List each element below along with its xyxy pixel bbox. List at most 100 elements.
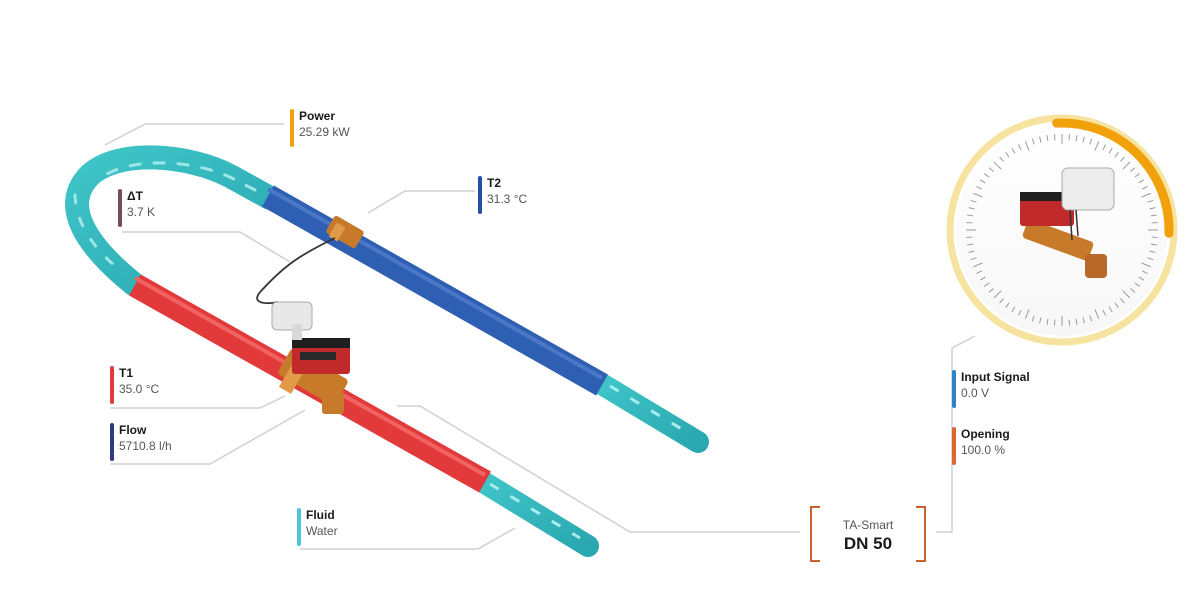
gauge-tick	[1122, 161, 1131, 170]
gauge-opening-arc	[1052, 118, 1174, 238]
gauge-tick	[1031, 315, 1035, 322]
gauge-tick	[1150, 214, 1157, 217]
t2-value: 31.3 °C	[487, 192, 528, 206]
gauge-tick	[967, 243, 974, 246]
gauge-tick	[1005, 302, 1010, 308]
power-color-bar	[290, 109, 294, 147]
gauge-tick	[1082, 317, 1085, 324]
gauge-tick	[979, 179, 986, 184]
gauge-tick	[1094, 141, 1100, 151]
gauge-tick	[1134, 282, 1140, 287]
gauge-tick	[1039, 317, 1042, 324]
t1-color-bar	[110, 366, 114, 404]
gauge-valve-image	[1020, 167, 1115, 278]
gauge-tick	[993, 290, 1002, 299]
gauge-tick	[967, 214, 974, 217]
valve-tag-left-bracket	[810, 506, 820, 562]
gauge-tick	[1149, 250, 1156, 253]
gauge-tick	[1130, 167, 1136, 172]
gauge-tick	[984, 282, 990, 287]
delta-t-name: ΔT	[127, 189, 143, 203]
opening-color-bar	[952, 427, 956, 465]
input-signal-value: 0.0 V	[961, 386, 990, 400]
gauge-tick	[1141, 185, 1148, 190]
valve-tag: TA-Smart DN 50	[810, 506, 926, 562]
gauge-tick	[968, 207, 975, 210]
gauge-tick	[1094, 309, 1100, 319]
valve-model: TA-Smart	[842, 518, 894, 532]
valve-tag-right-bracket	[916, 506, 926, 562]
gauge-tick	[1149, 207, 1156, 210]
opening-value: 100.0 %	[961, 443, 1006, 457]
gauge-tick	[1138, 276, 1145, 281]
flow-value: 5710.8 l/h	[119, 439, 172, 453]
gauge-tick	[1114, 152, 1119, 158]
valve-leader	[397, 405, 800, 533]
fluid-color-bar	[297, 508, 301, 546]
t1-leader	[110, 395, 286, 409]
flow-name: Flow	[119, 423, 147, 437]
gauge-tick	[1011, 147, 1016, 154]
gauge-tick	[1075, 135, 1078, 142]
gauge-tick	[968, 250, 975, 253]
t1-name: T1	[119, 366, 134, 380]
flow-color-bar	[110, 423, 114, 461]
gauge-tick	[1120, 298, 1125, 304]
sensor-cable	[256, 237, 336, 304]
gauge-tick	[973, 192, 983, 198]
gauge-tick	[1102, 144, 1107, 151]
input-signal-name: Input Signal	[961, 370, 1030, 384]
pipe-u-bend	[65, 145, 282, 297]
delta-t-color-bar	[118, 189, 122, 227]
gauge-tick	[1046, 318, 1049, 325]
power-label: Power 25.29 kW	[290, 108, 350, 147]
gauge-tick	[1011, 306, 1016, 313]
t2-name: T2	[487, 176, 502, 190]
pipe-return	[262, 185, 608, 396]
gauge-tick	[1141, 192, 1151, 198]
gauge-tick	[984, 173, 990, 178]
gauge-tick	[1138, 179, 1145, 184]
gauge-tick	[1120, 156, 1125, 162]
delta-t-value: 3.7 K	[127, 205, 156, 219]
fluid-label: Fluid Water	[297, 507, 338, 546]
input-signal-color-bar	[952, 370, 956, 408]
gauge-tick	[976, 270, 983, 275]
power-name: Power	[299, 109, 336, 123]
gauge-tick	[1150, 243, 1157, 246]
leader-lines	[104, 123, 976, 550]
opening-gauge	[946, 114, 1178, 346]
gauge-tick	[988, 288, 994, 293]
gauge-tick	[1039, 136, 1042, 143]
gauge-tick	[1102, 309, 1107, 316]
gauge-tick	[1141, 270, 1148, 275]
gauge-tick	[1114, 302, 1119, 308]
power-value: 25.29 kW	[299, 125, 350, 139]
fluid-name: Fluid	[306, 508, 335, 522]
flow-label: Flow 5710.8 l/h	[110, 422, 172, 461]
gauge-tick	[970, 199, 977, 203]
t2-leader	[367, 190, 475, 214]
gauge-tick	[1017, 144, 1022, 151]
valve-size: DN 50	[843, 534, 893, 553]
gauge-tick	[970, 257, 977, 261]
t1-label: T1 35.0 °C	[110, 365, 159, 404]
power-leader	[104, 123, 284, 146]
gauge-tick	[999, 156, 1004, 162]
gauge-tick	[999, 298, 1004, 304]
opening-name: Opening	[961, 427, 1010, 441]
fluid-leader	[300, 527, 516, 550]
delta-t-leader	[122, 231, 291, 263]
gauge-tick	[1134, 173, 1140, 178]
gauge-tick	[1108, 306, 1113, 313]
t2-label: T2 31.3 °C	[478, 175, 528, 214]
gauge-tick	[1122, 290, 1131, 299]
gauge-tick	[1024, 309, 1030, 319]
delta-t-label: ΔT 3.7 K	[118, 188, 156, 227]
gauge-tick	[1147, 199, 1154, 203]
gauge-tick	[1147, 257, 1154, 261]
gauge-tick	[1082, 136, 1085, 143]
gauge-tick	[1089, 138, 1093, 145]
gauge-tick	[979, 276, 986, 281]
